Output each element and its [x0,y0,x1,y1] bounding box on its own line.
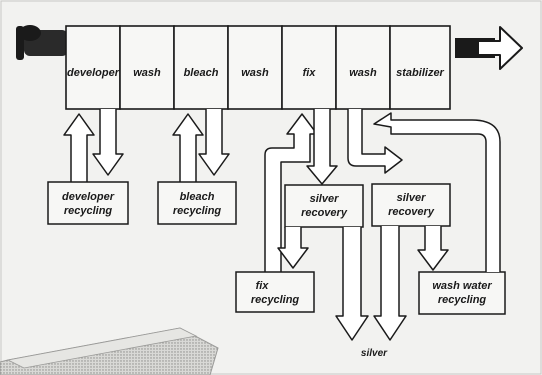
silver-recovery-fix-line1: silver [310,193,339,205]
wash-water-recycling-line1: wash water [432,280,492,292]
silver-output-arrow-1 [335,227,369,341]
silver-recovery-wash-line2: recovery [388,206,435,218]
fix-recycling-box: fix recycling [235,271,315,313]
developer-recycling-line1: developer [62,191,115,203]
tank-bleach: bleach [173,25,229,110]
bleach-recycling-box: bleach recycling [157,181,237,225]
film-roll-icon [16,25,68,60]
wash-to-recycling-arrow [417,226,449,271]
tank-developer: developer [65,25,121,110]
tank-wash-3: wash [335,25,391,110]
decorative-tray-image [0,327,219,375]
fix-return-pipe [264,113,318,272]
tank-stabilizer: stabilizer [389,25,451,110]
silver-recovery-wash-line1: silver [397,192,426,204]
tank-stabilizer-label: stabilizer [396,67,444,79]
tank-wash-3-label: wash [349,67,377,79]
tank-fix-label: fix [303,67,317,79]
bleach-return-arrow [172,113,204,182]
silver-recovery-wash-box: silver recovery [371,183,451,227]
silver-recovery-fix-box: silver recovery [284,184,364,228]
tank-wash-1: wash [119,25,175,110]
fix-recycling-line1: fix [256,280,270,292]
developer-recycling-box: developer recycling [47,181,129,225]
tank-fix: fix [281,25,337,110]
fix-to-recycling-arrow [277,227,309,269]
bleach-recycling-line2: recycling [173,205,222,217]
wash-water-recycling-line2: recycling [438,294,487,306]
silver-recovery-fix-line2: recovery [301,207,348,219]
developer-feed-arrow [92,109,124,176]
bleach-feed-arrow [198,109,230,176]
film-output-arrow [477,26,523,70]
bleach-recycling-line1: bleach [180,191,215,203]
tank-wash-2: wash [227,25,283,110]
wash-feed-pipe [347,109,403,174]
tank-wash-2-label: wash [241,67,269,79]
wash-water-recycling-box: wash water recycling [418,271,506,315]
silver-output-label: silver [361,348,388,359]
wash-water-return-pipe [373,112,501,272]
developer-recycling-line2: recycling [64,205,113,217]
silver-output-arrow-2 [373,226,407,341]
fix-recycling-line2: recycling [251,294,300,306]
tank-developer-label: developer [67,67,120,79]
fix-feed-arrow [306,109,338,185]
tank-wash-1-label: wash [133,67,161,79]
tank-bleach-label: bleach [184,67,219,79]
developer-return-arrow [63,113,95,182]
